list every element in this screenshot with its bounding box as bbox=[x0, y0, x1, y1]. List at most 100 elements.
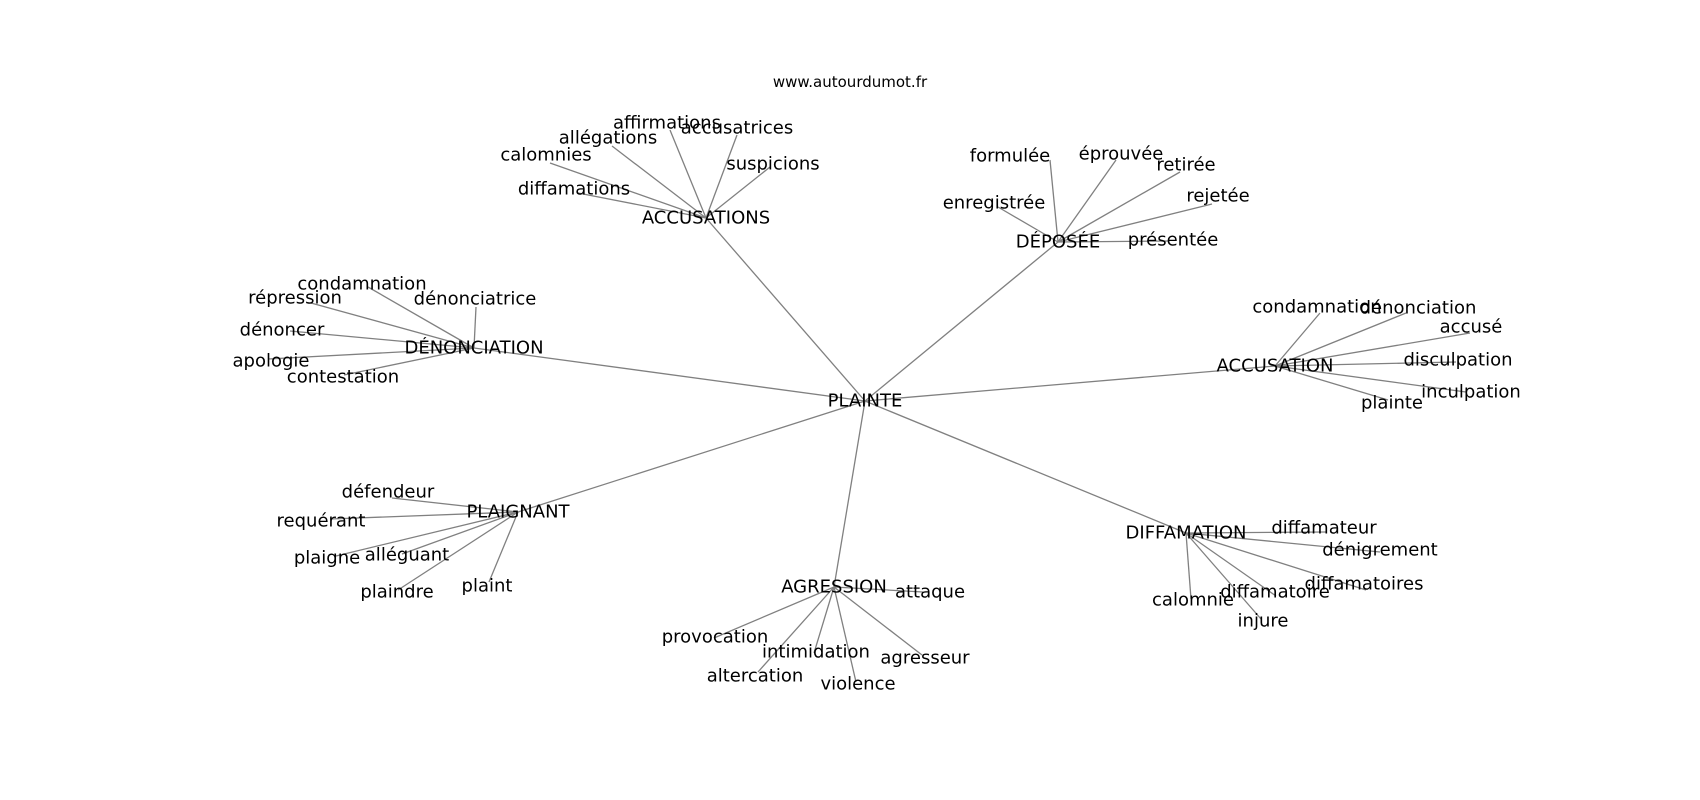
word-node-plaignant-plaint[interactable]: plaint bbox=[462, 576, 513, 597]
edge-accusations-affirmations bbox=[669, 129, 707, 219]
hub-node-denonciation[interactable]: DÉNONCIATION bbox=[404, 337, 543, 359]
word-node-agression-provocation[interactable]: provocation bbox=[662, 627, 769, 648]
word-node-denonciation-contestation[interactable]: contestation bbox=[287, 367, 399, 388]
graph-edges bbox=[267, 129, 1471, 683]
word-node-accusation-accuse[interactable]: accusé bbox=[1440, 317, 1503, 338]
edge-center-denonciation bbox=[473, 347, 866, 402]
word-node-agression-altercation[interactable]: altercation bbox=[707, 666, 804, 687]
word-node-diffamation-calomnie[interactable]: calomnie bbox=[1152, 590, 1234, 611]
edge-accusations-diffamations bbox=[577, 192, 707, 219]
word-node-agression-agresseur[interactable]: agresseur bbox=[880, 648, 970, 669]
word-node-denonciation-condamnation[interactable]: condamnation bbox=[297, 274, 426, 295]
word-node-deposee-formulee[interactable]: formulée bbox=[970, 146, 1051, 167]
word-node-deposee-enregistree[interactable]: enregistrée bbox=[943, 193, 1046, 214]
word-node-accusations-suspicions[interactable]: suspicions bbox=[726, 154, 819, 175]
edge-accusations-accusatrices bbox=[705, 134, 738, 219]
word-node-deposee-retiree[interactable]: retirée bbox=[1156, 155, 1215, 176]
edge-diffamation-diffamatoires bbox=[1185, 532, 1367, 591]
edge-accusation-accuse bbox=[1274, 332, 1471, 367]
word-node-accusation-denonciation[interactable]: dénonciation bbox=[1360, 298, 1477, 319]
edge-accusation-plainte bbox=[1274, 365, 1389, 401]
hub-node-diffamation[interactable]: DIFFAMATION bbox=[1126, 523, 1247, 544]
word-node-plaignant-plaigne[interactable]: plaigne bbox=[294, 548, 360, 569]
word-node-accusation-inculpation[interactable]: inculpation bbox=[1421, 382, 1521, 403]
edge-agression-altercation bbox=[757, 586, 835, 673]
word-node-plaignant-defendeur[interactable]: défendeur bbox=[342, 482, 435, 503]
word-node-accusations-allegations[interactable]: allégations bbox=[559, 128, 657, 149]
word-node-plaignant-plaindre[interactable]: plaindre bbox=[360, 582, 433, 603]
edge-accusation-condamnation bbox=[1274, 312, 1321, 367]
edge-deposee-presentee bbox=[1057, 240, 1169, 243]
graph-labels: PLAINTE ACCUSATIONS affirmationsaccusatric… bbox=[233, 113, 1521, 695]
edge-accusations-suspicions bbox=[705, 166, 771, 219]
edge-denonciation-apologie bbox=[267, 347, 475, 360]
edge-diffamation-injure bbox=[1185, 532, 1262, 620]
edge-denonciation-condamnation bbox=[367, 286, 475, 349]
edge-accusations-allegations bbox=[611, 145, 707, 219]
word-node-agression-violence[interactable]: violence bbox=[820, 674, 895, 695]
word-node-denonciation-apologie[interactable]: apologie bbox=[233, 351, 310, 372]
hub-node-plaignant[interactable]: PLAIGNANT bbox=[466, 502, 570, 523]
edge-denonciation-repression bbox=[310, 302, 475, 349]
word-node-accusations-accusatrices[interactable]: accusatrices bbox=[681, 118, 793, 139]
hub-node-deposee[interactable]: DÉPOSÉE bbox=[1016, 231, 1100, 253]
word-node-diffamation-diffamateur[interactable]: diffamateur bbox=[1271, 518, 1377, 539]
edge-diffamation-calomnie bbox=[1185, 532, 1192, 600]
edge-diffamation-denigrement bbox=[1185, 532, 1381, 553]
site-url[interactable]: www.autourdumot.fr bbox=[773, 73, 928, 91]
edge-accusation-inculpation bbox=[1274, 365, 1467, 393]
edge-accusation-disculpation bbox=[1274, 361, 1457, 367]
edge-deposee-enregistree bbox=[997, 206, 1059, 243]
edge-denonciation-contestation bbox=[343, 347, 475, 376]
edge-deposee-eprouvee bbox=[1057, 159, 1117, 243]
word-node-diffamation-injure[interactable]: injure bbox=[1238, 611, 1289, 632]
word-node-accusations-affirmations[interactable]: affirmations bbox=[613, 113, 721, 134]
word-node-accusations-calomnies[interactable]: calomnies bbox=[500, 145, 591, 166]
word-node-accusation-disculpation[interactable]: disculpation bbox=[1403, 350, 1512, 371]
edge-center-accusations bbox=[705, 217, 866, 402]
edge-plaignant-alleguant bbox=[401, 511, 519, 555]
edge-center-diffamation bbox=[864, 400, 1187, 534]
edge-plaignant-plaindre bbox=[397, 511, 519, 591]
word-node-denonciation-denoncer[interactable]: dénoncer bbox=[240, 320, 325, 341]
word-node-agression-intimidation[interactable]: intimidation bbox=[762, 642, 870, 663]
edge-plaignant-plaint bbox=[488, 511, 519, 583]
edge-center-agression bbox=[833, 400, 866, 588]
hub-node-accusation[interactable]: ACCUSATION bbox=[1217, 356, 1334, 377]
word-node-accusations-diffamations[interactable]: diffamations bbox=[518, 179, 630, 200]
edge-plaignant-defendeur bbox=[391, 497, 519, 513]
edge-agression-violence bbox=[833, 586, 857, 683]
word-node-deposee-eprouvee[interactable]: éprouvée bbox=[1079, 144, 1164, 165]
word-node-denonciation-denonciatrice[interactable]: dénonciatrice bbox=[414, 289, 537, 310]
word-node-diffamation-denigrement[interactable]: dénigrement bbox=[1322, 540, 1438, 561]
edge-deposee-formulee bbox=[1049, 159, 1059, 243]
edge-deposee-retiree bbox=[1057, 171, 1181, 243]
edge-center-deposee bbox=[864, 241, 1059, 402]
word-node-accusation-plainte[interactable]: plainte bbox=[1361, 393, 1423, 414]
center-node-plainte[interactable]: PLAINTE bbox=[828, 391, 903, 412]
edge-agression-intimidation bbox=[813, 586, 835, 654]
edge-plaignant-plaigne bbox=[335, 511, 519, 557]
word-node-diffamation-diffamatoire[interactable]: diffamatoire bbox=[1220, 582, 1330, 603]
edge-center-plaignant bbox=[517, 400, 866, 513]
edge-agression-attaque bbox=[833, 586, 924, 593]
word-node-diffamation-diffamatoires[interactable]: diffamatoires bbox=[1305, 574, 1424, 595]
edge-agression-provocation bbox=[713, 586, 835, 639]
edge-center-accusation bbox=[864, 365, 1276, 402]
word-node-denonciation-repression[interactable]: répression bbox=[248, 288, 342, 309]
edge-accusations-calomnies bbox=[549, 162, 707, 219]
word-node-plaignant-requerant[interactable]: requérant bbox=[277, 511, 366, 532]
edge-diffamation-diffamateur bbox=[1185, 531, 1327, 534]
word-node-accusation-condamnation[interactable]: condamnation bbox=[1252, 297, 1381, 318]
word-node-deposee-presentee[interactable]: présentée bbox=[1128, 230, 1219, 251]
edge-accusation-denonciation bbox=[1274, 312, 1407, 367]
word-node-deposee-rejetee[interactable]: rejetée bbox=[1186, 186, 1249, 207]
word-node-plaignant-alleguant[interactable]: alléguant bbox=[365, 545, 449, 566]
hub-node-accusations[interactable]: ACCUSATIONS bbox=[642, 208, 770, 229]
edge-agression-agresseur bbox=[833, 586, 923, 656]
word-node-agression-attaque[interactable]: attaque bbox=[895, 582, 965, 603]
hub-node-agression[interactable]: AGRESSION bbox=[781, 577, 887, 598]
edge-diffamation-diffamatoire bbox=[1185, 532, 1277, 597]
edge-plaignant-requerant bbox=[329, 511, 519, 520]
